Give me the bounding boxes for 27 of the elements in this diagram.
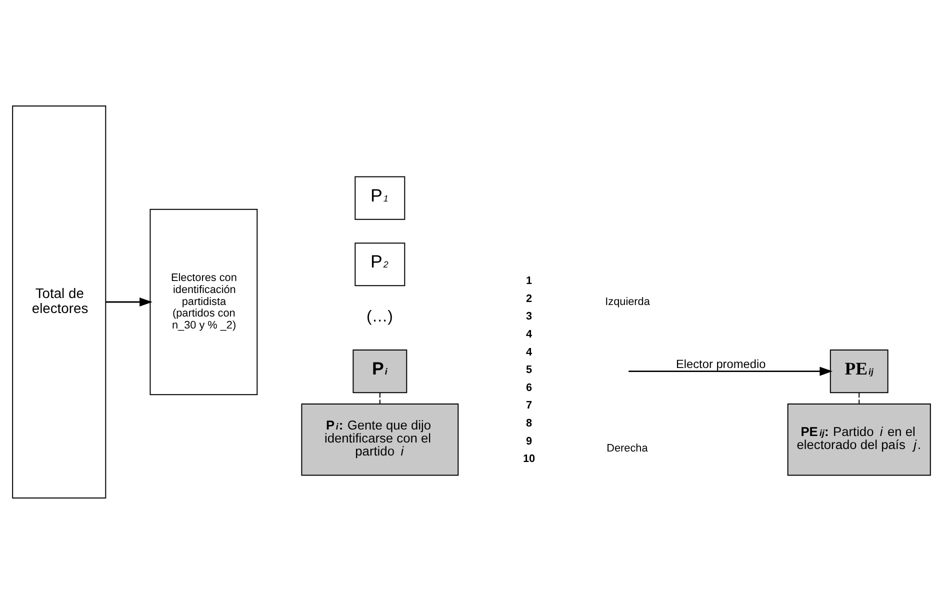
arrow [628, 366, 833, 376]
label: 2 [526, 292, 532, 304]
arrow [106, 296, 152, 306]
node-box: P2 [354, 242, 406, 286]
connector [379, 392, 380, 404]
label: 1 [526, 274, 532, 286]
node-box: P1 [354, 176, 406, 220]
label: Izquierda [605, 295, 650, 308]
node-box: Total de electores [12, 104, 106, 498]
label: 10 [522, 452, 536, 465]
label: 6 [526, 381, 532, 394]
connector [858, 392, 860, 404]
label: 3 [526, 310, 532, 322]
node-box: Pi [352, 349, 408, 393]
label: 9 [526, 434, 532, 447]
edge-label: Elector promedio [676, 356, 766, 370]
label: 4 [526, 346, 532, 358]
node-box: PEij [830, 349, 888, 393]
label: (…) [366, 308, 393, 326]
label: 7 [526, 399, 532, 412]
label: 5 [526, 364, 532, 376]
label: Derecha [606, 442, 648, 454]
label: 8 [526, 417, 532, 430]
node-box: Pi: Gente que dijo identificarse con el partido i [301, 402, 459, 476]
node-box: Electores con identificación partidista (partidos con n_30 y % _2) [150, 208, 258, 395]
node-box: PEij: Partido i en el electorado del país j. [787, 402, 931, 476]
label: 4 [526, 328, 532, 340]
